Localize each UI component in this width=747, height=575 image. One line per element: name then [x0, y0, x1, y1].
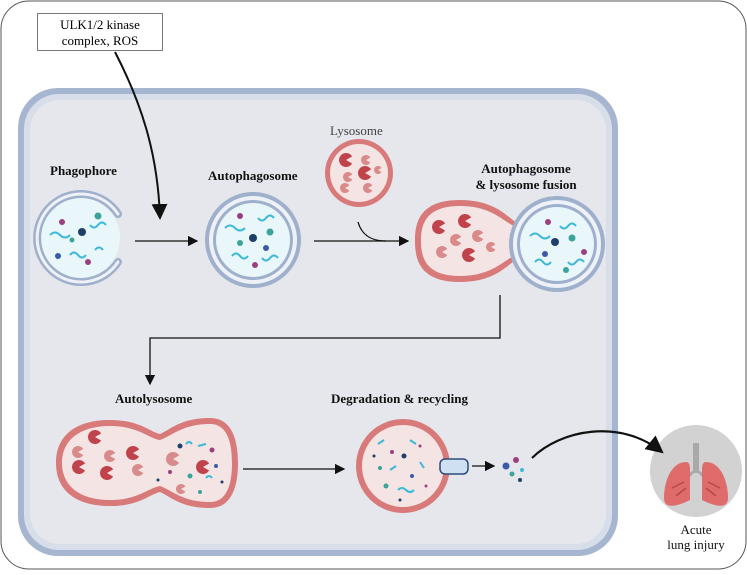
released-nutrients	[502, 457, 524, 482]
lung-icon	[650, 425, 742, 517]
label-fusion-line-1: Autophagosome	[481, 161, 571, 176]
autophagosome	[205, 192, 301, 288]
trigger-box: ULK1/2 kinase complex, ROS	[37, 13, 163, 51]
fusion-structure	[415, 196, 605, 292]
label-lysosome: Lysosome	[330, 123, 383, 138]
arrow-fusion-to-autolysosome	[144, 295, 501, 386]
label-fusion-line-2: & lysosome fusion	[475, 177, 577, 192]
label-fusion: Autophagosome & lysosome fusion	[466, 161, 586, 193]
label-outcome-line-2: lung injury	[667, 537, 725, 552]
arrows	[114, 51, 664, 475]
trigger-arrow	[114, 51, 168, 220]
label-autophagosome: Autophagosome	[208, 168, 298, 183]
label-degradation: Degradation & recycling	[331, 391, 468, 406]
label-outcome: Acute lung injury	[646, 522, 746, 552]
label-outcome-line-1: Acute	[680, 522, 712, 537]
phagophore	[33, 190, 122, 286]
trigger-line-1: ULK1/2 kinase	[60, 17, 140, 32]
label-autolysosome: Autolysosome	[115, 391, 193, 406]
degradation-vesicle	[356, 419, 469, 513]
lysosome-joining-curve	[357, 221, 387, 242]
label-phagophore: Phagophore	[50, 163, 117, 178]
autolysosome	[56, 418, 238, 508]
arrow-to-lung-injury	[531, 430, 664, 459]
lysosome	[325, 139, 393, 207]
trigger-line-2: complex, ROS	[61, 33, 139, 48]
transporter-channel	[439, 458, 469, 475]
